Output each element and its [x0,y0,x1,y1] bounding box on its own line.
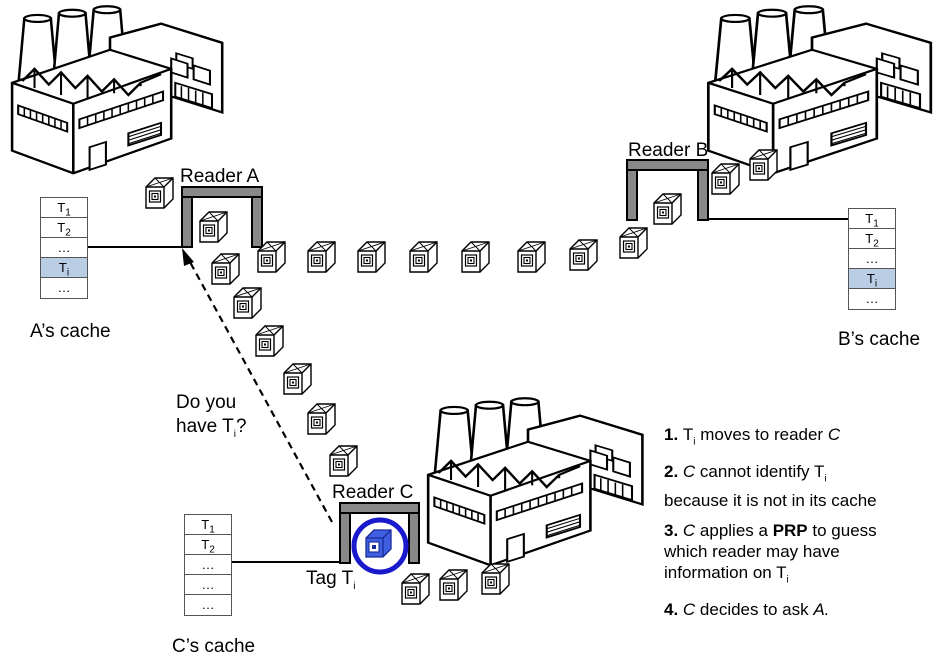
cache-cell: … [185,555,231,575]
rfid-package-icon [517,241,546,273]
step-number: 4. [664,600,683,620]
rfid-package-icon [711,163,740,195]
rfid-package-icon [569,239,598,271]
rfid-package-icon [257,241,286,273]
cache-cell: Ti [849,269,895,290]
rfid-package-icon [439,569,468,601]
step-number: 3. [664,520,683,540]
step-item: 1. Ti moves to reader C [664,425,841,448]
rfid-package-icon [255,325,284,357]
cache-cell: T1 [849,209,895,230]
cache-cell: T1 [41,198,87,219]
factory-a-icon [10,4,224,175]
cache-cell: … [865,291,879,306]
rfid-package-icon [329,445,358,477]
rfid-package-icon [401,573,430,605]
rfid-package-icon [357,241,386,273]
tag-ti-highlight [351,517,409,575]
cache-cell: … [185,575,231,595]
cache-cell: T2 [41,218,87,239]
tag-ti-label: Tag Ti [306,568,356,592]
reader-a-label: Reader A [180,166,260,187]
rfid-package-icon [307,403,336,435]
question-line2: have Ti? [176,416,247,440]
reader-c-gate [339,502,420,564]
factory-c-icon [426,396,644,567]
rfid-package-icon [211,253,240,285]
reader-a-gate [181,186,263,248]
rfid-package-icon [653,193,682,225]
cache-c-label: C’s cache [172,636,256,657]
reader-b-label: Reader B [628,140,709,161]
factory-b-icon [706,4,933,175]
rfid-package-icon [409,241,438,273]
rfid-package-icon [619,227,648,259]
cache-cell: … [57,280,71,295]
step-number: 1. [664,425,683,444]
cache-a-label: A’s cache [30,321,111,342]
cache-cell: T2 [849,229,895,250]
rfid-package-icon [283,363,312,395]
cache-cell: … [201,597,215,612]
question-line1: Do you [176,392,237,413]
rfid-package-icon [199,211,228,243]
query-arrow [182,248,333,523]
rfid-package-icon [481,563,510,595]
rfid-package-icon [307,241,336,273]
steps-list: 1. Ti moves to reader C 2. C cannot ident… [664,424,936,629]
cache-b-label: B’s cache [838,329,921,350]
cache-cell: … [849,249,895,269]
cache-cell: T2 [185,535,231,556]
rfid-package-icon [461,241,490,273]
step-number: 2. [664,462,683,482]
rfid-package-icon [749,149,778,181]
reader-c-label: Reader C [332,482,414,503]
rfid-package-icon [145,177,174,209]
rfid-package-icon [233,287,262,319]
cache-cell: … [41,238,87,258]
cache-cell: Ti [41,258,87,279]
reader-b-gate [626,159,709,221]
step-item: 4. C decides to ask A. [664,600,830,620]
cache-cell: T1 [185,515,231,536]
